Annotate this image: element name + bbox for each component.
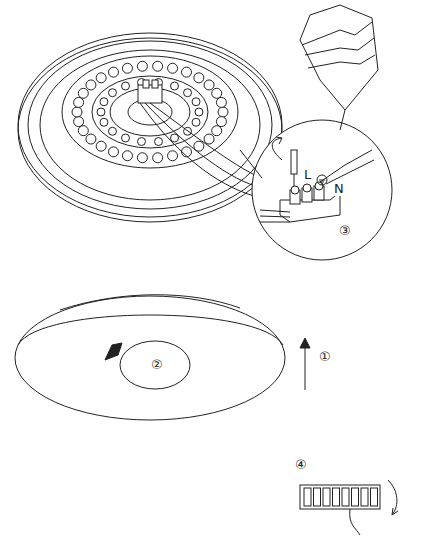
led [184,89,192,97]
led [216,117,226,127]
led [182,147,192,157]
terminal-label: L [303,168,312,182]
led [122,63,132,73]
led [171,82,179,90]
terminal-cell [371,488,378,506]
wire-callout [300,5,378,130]
led [212,126,222,136]
led [97,108,105,116]
callout-number: ② [150,358,164,372]
terminal-cell [361,488,368,506]
lamp-base [18,33,282,222]
led [204,80,214,90]
led [78,88,88,98]
led [195,108,203,116]
led [74,97,84,107]
terminal-inset [240,120,392,260]
led [218,107,228,117]
terminal-block [300,480,398,535]
led [122,134,130,142]
terminal-cell [314,488,321,506]
led [100,118,108,126]
led [74,117,84,127]
led [155,138,163,146]
callout-number: ① [318,350,332,364]
led [96,73,106,83]
led [109,67,119,77]
led [137,153,147,163]
lamp-cover [15,295,310,420]
led [192,118,200,126]
terminal-cell [333,488,340,506]
led [153,61,163,71]
led [192,98,200,106]
terminal-cell [342,488,349,506]
led [168,63,178,73]
led [216,97,226,107]
led [108,89,116,97]
led [78,126,88,136]
led [86,80,96,90]
led [109,147,119,157]
terminal-cell [323,488,330,506]
terminal-cell [352,488,359,506]
led [137,61,147,71]
led [72,107,82,117]
led [212,88,222,98]
led [96,141,106,151]
led [108,127,116,135]
led [182,67,192,77]
callout-number: ③ [338,224,352,238]
led [86,134,96,144]
led [168,151,178,161]
terminal-label: N [333,182,345,196]
led [137,138,145,146]
callout-number: ④ [294,458,308,472]
terminal-cell [304,488,311,506]
led [194,73,204,83]
led [122,82,130,90]
led [153,153,163,163]
led [204,134,214,144]
led [122,151,132,161]
led [100,98,108,106]
